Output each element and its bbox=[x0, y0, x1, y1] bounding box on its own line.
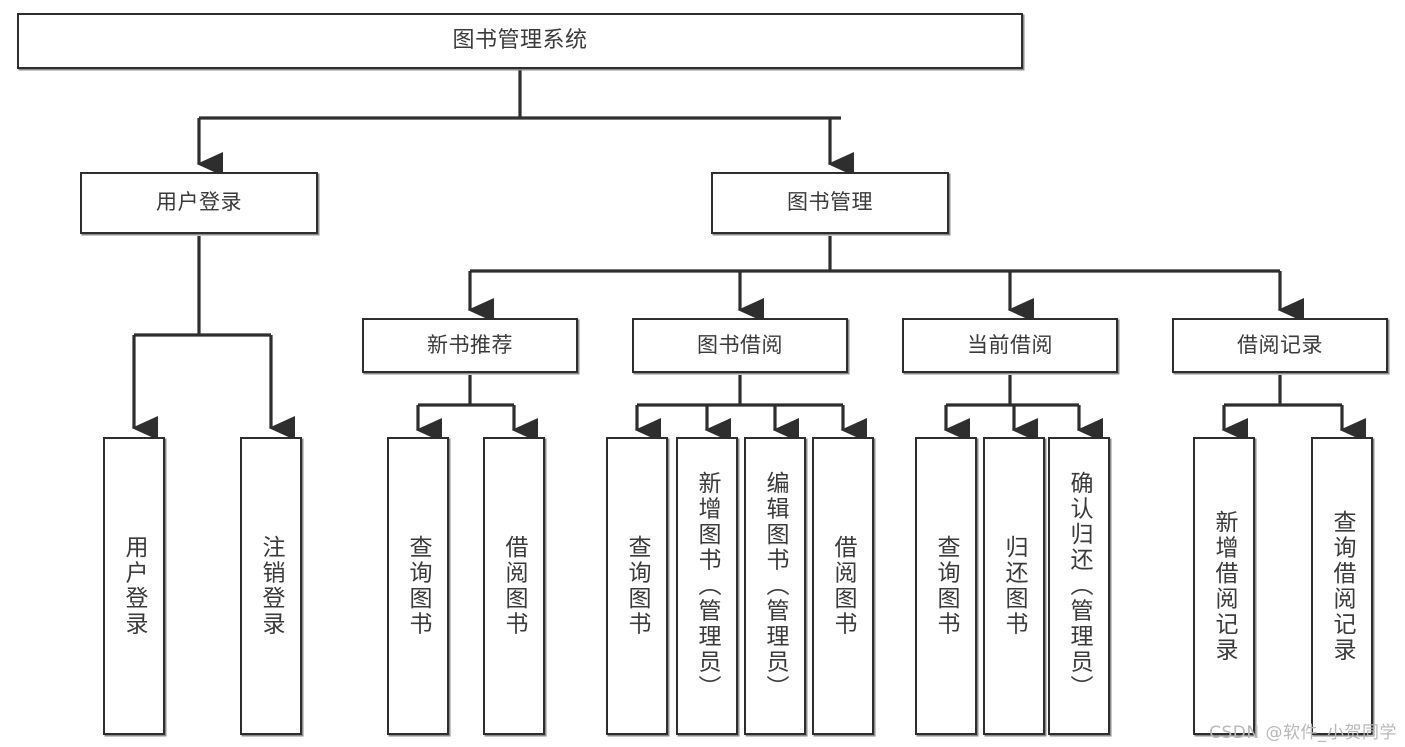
node-label: 注销登录 bbox=[258, 535, 285, 637]
leaf-recommend-borrow-book[interactable]: 借阅图书 bbox=[483, 437, 545, 735]
node-label: 图书管理 bbox=[787, 190, 873, 215]
node-label: 当前借阅 bbox=[967, 332, 1053, 357]
leaf-record-query-record[interactable]: 查询借阅记录 bbox=[1311, 437, 1373, 735]
node-label: 新增图书（管理员） bbox=[694, 471, 721, 701]
node-borrow-record[interactable]: 借阅记录 bbox=[1172, 318, 1388, 373]
node-root-system[interactable]: 图书管理系统 bbox=[17, 13, 1023, 69]
node-label: 用户登录 bbox=[121, 535, 148, 637]
node-label: 确认归还（管理员） bbox=[1066, 471, 1093, 701]
node-label: 借阅图书 bbox=[830, 535, 857, 637]
node-book-borrow[interactable]: 图书借阅 bbox=[632, 318, 848, 373]
leaf-user-login-login[interactable]: 用户登录 bbox=[103, 437, 165, 735]
leaf-user-login-logout[interactable]: 注销登录 bbox=[240, 437, 302, 735]
leaf-current-query-book[interactable]: 查询图书 bbox=[915, 437, 977, 735]
node-label: 新增借阅记录 bbox=[1211, 509, 1238, 663]
leaf-borrow-query-book[interactable]: 查询图书 bbox=[606, 437, 668, 735]
node-label: 图书借阅 bbox=[697, 332, 783, 357]
leaf-recommend-query-book[interactable]: 查询图书 bbox=[387, 437, 449, 735]
node-label: 查询图书 bbox=[933, 535, 960, 637]
node-label: 编辑图书（管理员） bbox=[762, 471, 789, 701]
node-new-book-recommend[interactable]: 新书推荐 bbox=[362, 318, 578, 373]
node-label: 归还图书 bbox=[1001, 535, 1028, 637]
node-label: 查询图书 bbox=[405, 535, 432, 637]
node-current-borrow[interactable]: 当前借阅 bbox=[902, 318, 1118, 373]
node-label: 新书推荐 bbox=[427, 332, 513, 357]
node-user-login[interactable]: 用户登录 bbox=[80, 172, 318, 234]
leaf-borrow-edit-book[interactable]: 编辑图书（管理员） bbox=[744, 437, 806, 735]
leaf-record-add-record[interactable]: 新增借阅记录 bbox=[1193, 437, 1255, 735]
leaf-current-confirm-return[interactable]: 确认归还（管理员） bbox=[1048, 437, 1110, 735]
leaf-borrow-add-book[interactable]: 新增图书（管理员） bbox=[676, 437, 738, 735]
node-label: 用户登录 bbox=[156, 190, 242, 215]
node-label: 借阅记录 bbox=[1237, 332, 1323, 357]
leaf-current-return-book[interactable]: 归还图书 bbox=[983, 437, 1045, 735]
leaf-borrow-borrow-book[interactable]: 借阅图书 bbox=[812, 437, 874, 735]
node-label: 查询借阅记录 bbox=[1329, 509, 1356, 663]
node-label: 图书管理系统 bbox=[452, 27, 588, 53]
node-label: 借阅图书 bbox=[501, 535, 528, 637]
node-label: 查询图书 bbox=[624, 535, 651, 637]
watermark-text: CSDN @软件_小贺同学 bbox=[1209, 723, 1397, 743]
node-book-management[interactable]: 图书管理 bbox=[711, 172, 949, 234]
